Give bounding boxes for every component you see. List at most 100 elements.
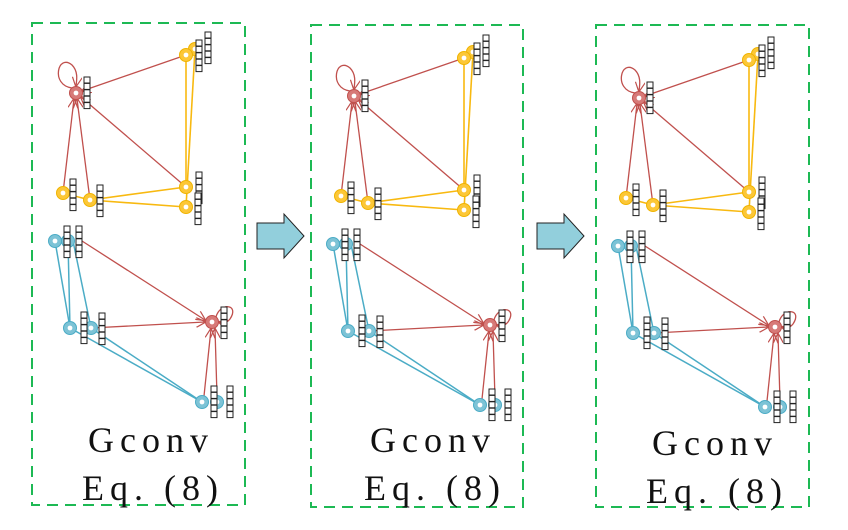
node-hole <box>366 328 372 334</box>
edge-blue <box>90 327 203 403</box>
feature-cell <box>347 187 355 195</box>
feature-cell <box>75 225 83 233</box>
self-loop <box>57 61 76 89</box>
node-hole <box>60 190 66 196</box>
center-node-lower <box>483 318 497 332</box>
gconv-label: Gconv <box>88 420 214 460</box>
feature-cell <box>195 45 203 53</box>
feature-cell <box>358 314 366 322</box>
node-hole <box>67 325 73 331</box>
feature-cell <box>194 192 202 200</box>
edge-yellow <box>89 199 187 208</box>
feature-vector <box>353 228 361 262</box>
node-hole <box>636 95 642 101</box>
center-node-upper <box>632 91 646 105</box>
feature-cell <box>194 211 202 219</box>
feature-cell <box>758 189 766 197</box>
center-node-upper <box>69 86 83 100</box>
feature-cell <box>482 34 490 42</box>
feature-vector <box>341 228 349 262</box>
edge-yellow <box>89 186 187 201</box>
feature-cell <box>96 203 104 211</box>
feature-cell <box>659 215 667 223</box>
gconv-label: Gconv <box>370 420 496 460</box>
feature-cell <box>353 234 361 242</box>
feature-cell <box>473 174 481 182</box>
feature-cell <box>646 94 654 102</box>
feature-cell <box>96 184 104 192</box>
feature-cell <box>80 311 88 319</box>
edge-blue <box>69 327 203 403</box>
feature-vector <box>473 42 481 76</box>
feature-cell <box>376 341 384 349</box>
feature-cell <box>789 390 797 398</box>
feature-cell <box>75 251 83 259</box>
yellow-node <box>334 189 348 203</box>
center-node-lower <box>205 315 219 329</box>
feature-cell <box>63 244 71 252</box>
edge-blue <box>617 245 634 334</box>
equation-label: Eq. (8) <box>364 468 506 508</box>
feature-cell <box>498 322 506 330</box>
feature-cell <box>361 92 369 100</box>
edge-red <box>766 334 774 402</box>
blue-node <box>611 239 625 253</box>
feature-cell <box>353 241 361 249</box>
yellow-node <box>179 48 193 62</box>
node-hole <box>650 202 656 208</box>
feature-vector <box>482 34 490 68</box>
feature-vector <box>358 314 366 348</box>
edge-red <box>77 99 91 201</box>
yellow-node <box>742 205 756 219</box>
edge-blue <box>332 243 349 332</box>
edge-yellow <box>367 202 465 211</box>
feature-cell <box>195 184 203 192</box>
feature-cell <box>69 204 77 212</box>
node-hole <box>746 209 752 215</box>
feature-cell <box>661 336 669 344</box>
yellow-node <box>646 198 660 212</box>
feature-cell <box>626 230 634 238</box>
node-hole <box>183 204 189 210</box>
feature-cell <box>773 396 781 404</box>
feature-vector <box>757 197 765 231</box>
edge-blue <box>347 330 481 406</box>
feature-cell <box>341 247 349 255</box>
feature-cell <box>195 52 203 60</box>
edge-red <box>778 334 780 402</box>
feature-cell <box>98 338 106 346</box>
edge-yellow <box>367 189 465 204</box>
feature-cell <box>504 401 512 409</box>
feature-cell <box>195 171 203 179</box>
feature-cell <box>473 48 481 56</box>
feature-cell <box>204 57 212 65</box>
feature-cell <box>374 200 382 208</box>
feature-cell <box>347 200 355 208</box>
node-hole <box>477 402 483 408</box>
equation-label: Eq. (8) <box>646 471 788 511</box>
feature-cell <box>646 107 654 115</box>
feature-cell <box>341 228 349 236</box>
feature-cell <box>783 330 791 338</box>
feature-cell <box>98 318 106 326</box>
center-node-upper <box>347 89 361 103</box>
blue-node <box>341 324 355 338</box>
yellow-node <box>457 183 471 197</box>
feature-cell <box>659 208 667 216</box>
feature-cell <box>83 95 91 103</box>
feature-cell <box>96 190 104 198</box>
feature-cell <box>783 317 791 325</box>
feature-cell <box>472 195 480 203</box>
edge-red <box>481 332 489 400</box>
feature-cell <box>638 230 646 238</box>
feature-cell <box>358 340 366 348</box>
feature-vector <box>632 183 640 217</box>
blue-node <box>48 234 62 248</box>
feature-cell <box>632 196 640 204</box>
feature-cell <box>789 396 797 404</box>
self-loop <box>620 66 639 94</box>
feature-cell <box>504 407 512 415</box>
feature-cell <box>473 180 481 188</box>
feature-cell <box>210 385 218 393</box>
feature-cell <box>498 309 506 317</box>
